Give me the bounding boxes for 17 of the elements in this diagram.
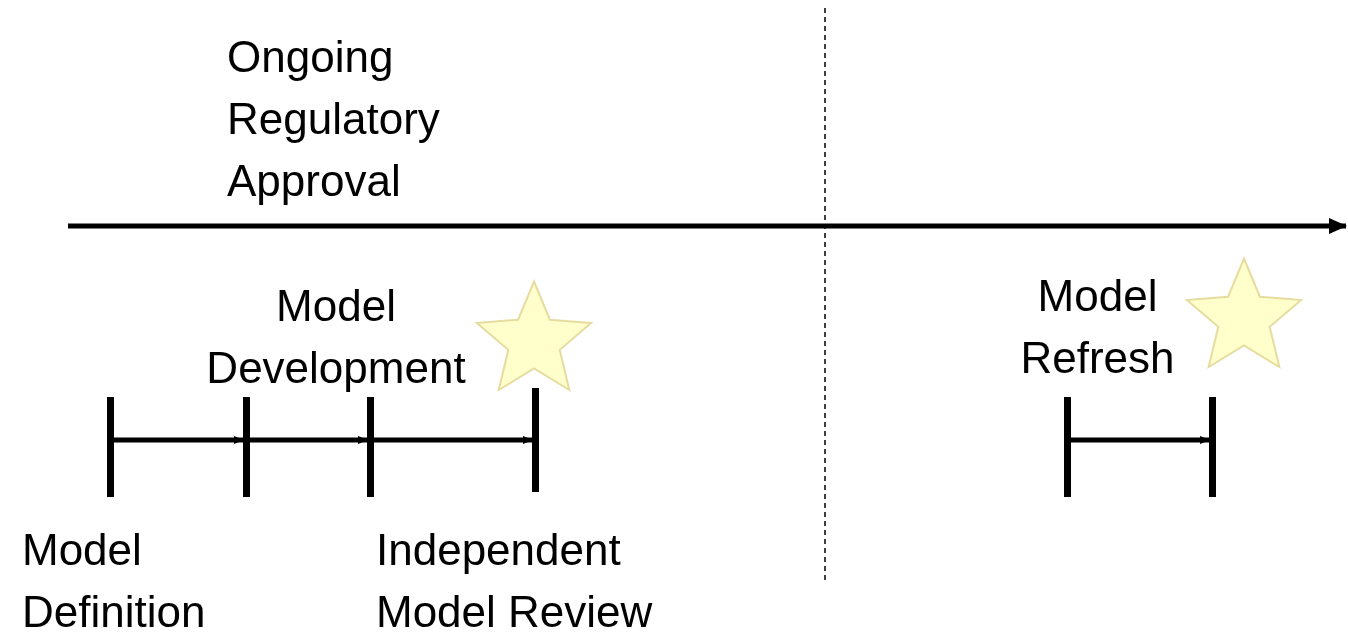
star-icon	[474, 278, 594, 393]
arrow	[114, 436, 244, 444]
arrow	[250, 436, 368, 444]
star-icon	[1184, 255, 1304, 370]
tick-bar	[243, 397, 250, 497]
tick-bar	[367, 397, 374, 497]
tick-bar	[532, 388, 539, 492]
arrow	[374, 436, 533, 444]
stage-label: Model Definition	[22, 524, 207, 634]
stage-label: Model Refresh	[1019, 270, 1176, 384]
stage-label: Ongoing Regulatory Approval	[227, 31, 441, 207]
tick-bar	[107, 397, 114, 497]
stage-label: Model Development	[205, 280, 467, 394]
arrow	[1071, 436, 1210, 444]
stage-label: Independent Model Review	[376, 524, 654, 634]
tick-bar	[1209, 397, 1216, 497]
tick-bar	[1064, 397, 1071, 497]
